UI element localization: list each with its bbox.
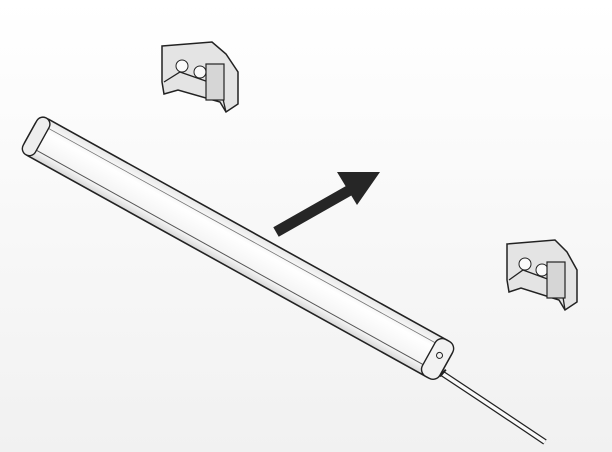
end-cap-right xyxy=(420,337,455,380)
end-cap-left xyxy=(21,116,51,157)
light-bar xyxy=(21,116,455,380)
direction-arrow-icon xyxy=(273,172,380,237)
power-cable xyxy=(427,358,547,445)
mounting-clip-top xyxy=(161,41,239,114)
mounting-clip-right xyxy=(506,239,578,312)
